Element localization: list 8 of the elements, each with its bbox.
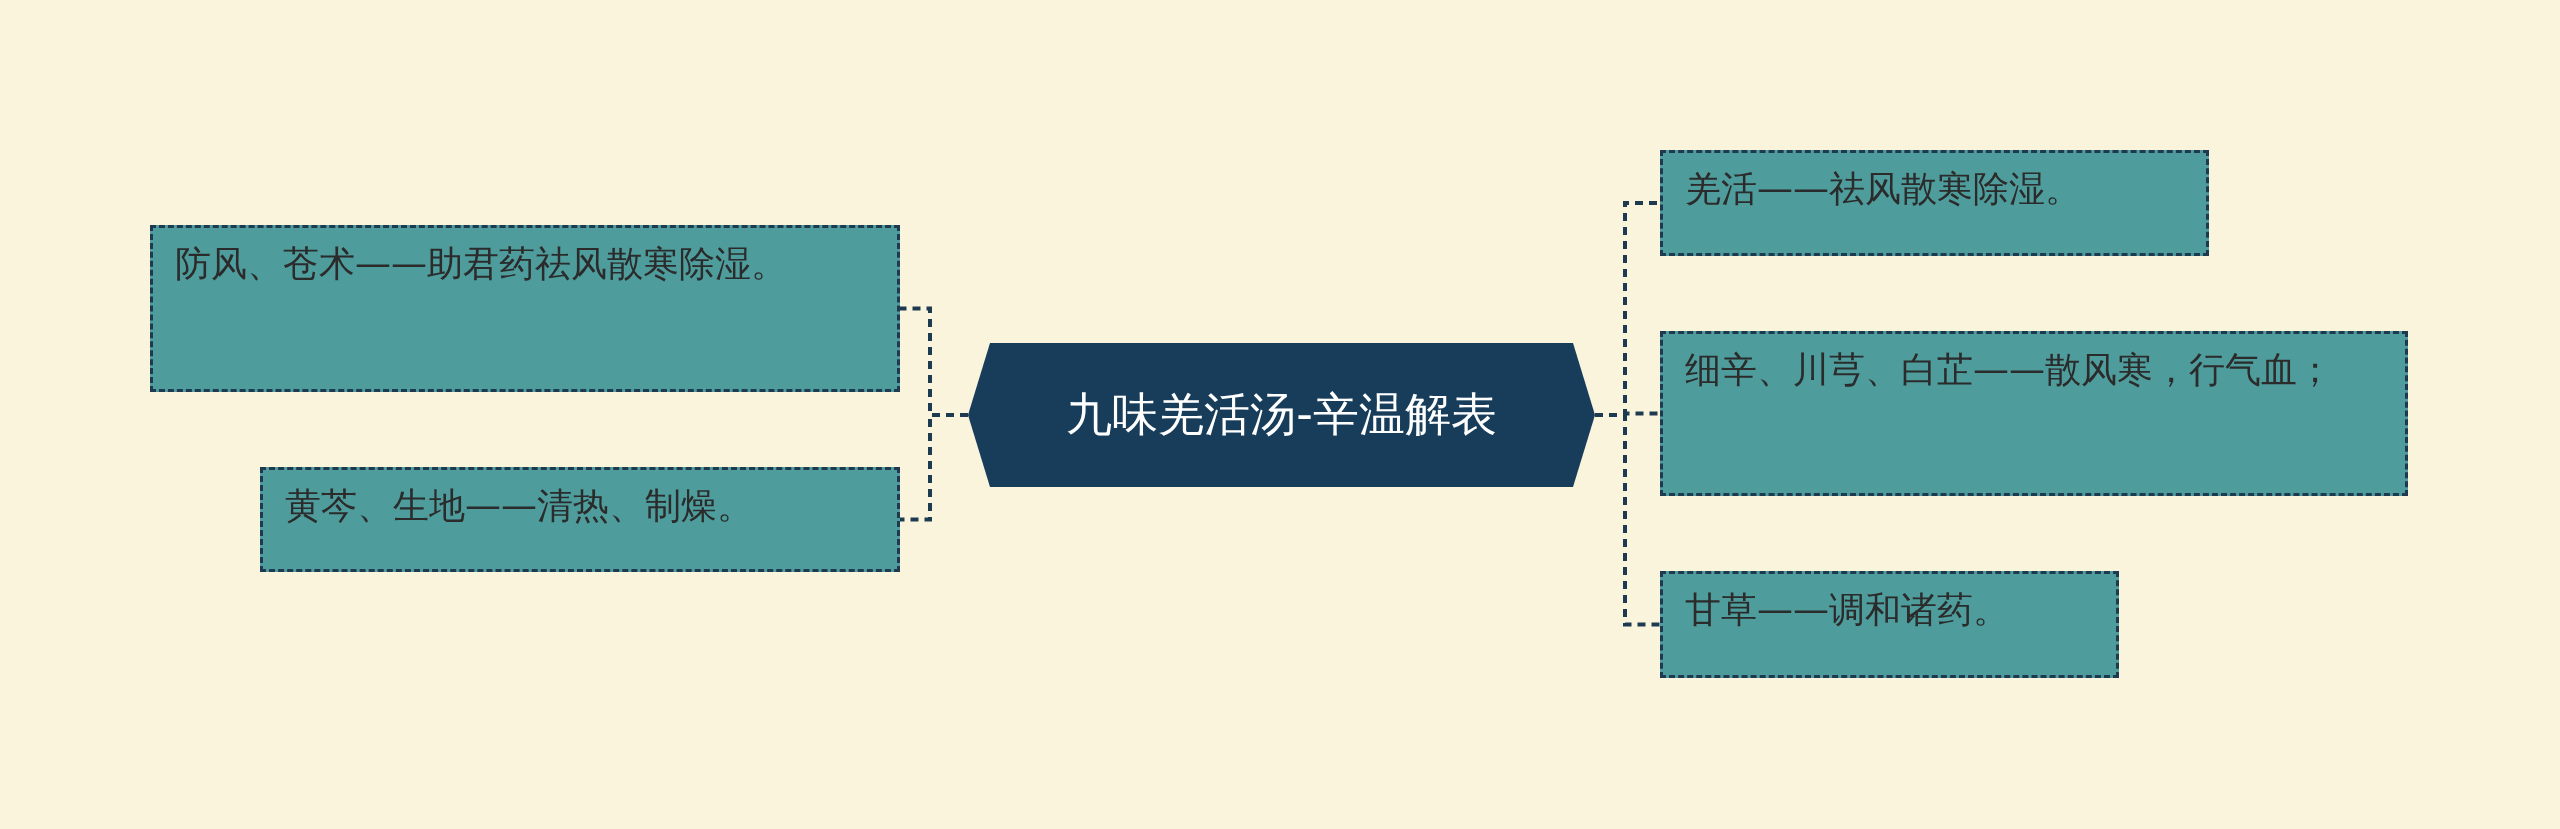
topic-hexagon: 九味羌活汤-辛温解表 bbox=[968, 343, 1595, 487]
topic-box: 甘草——调和诸药。 bbox=[1660, 571, 2119, 678]
connector-line bbox=[1595, 413, 1660, 627]
topic-box: 防风、苍术——助君药祛风散寒除湿。 bbox=[150, 225, 900, 392]
topic-box: 羌活——祛风散寒除湿。 bbox=[1660, 150, 2209, 256]
connector-line bbox=[900, 413, 968, 522]
topic-box: 黄芩、生地——清热、制燥。 bbox=[260, 467, 900, 572]
topic-box: 细辛、川芎、白芷——散风寒，行气血； bbox=[1660, 331, 2408, 496]
